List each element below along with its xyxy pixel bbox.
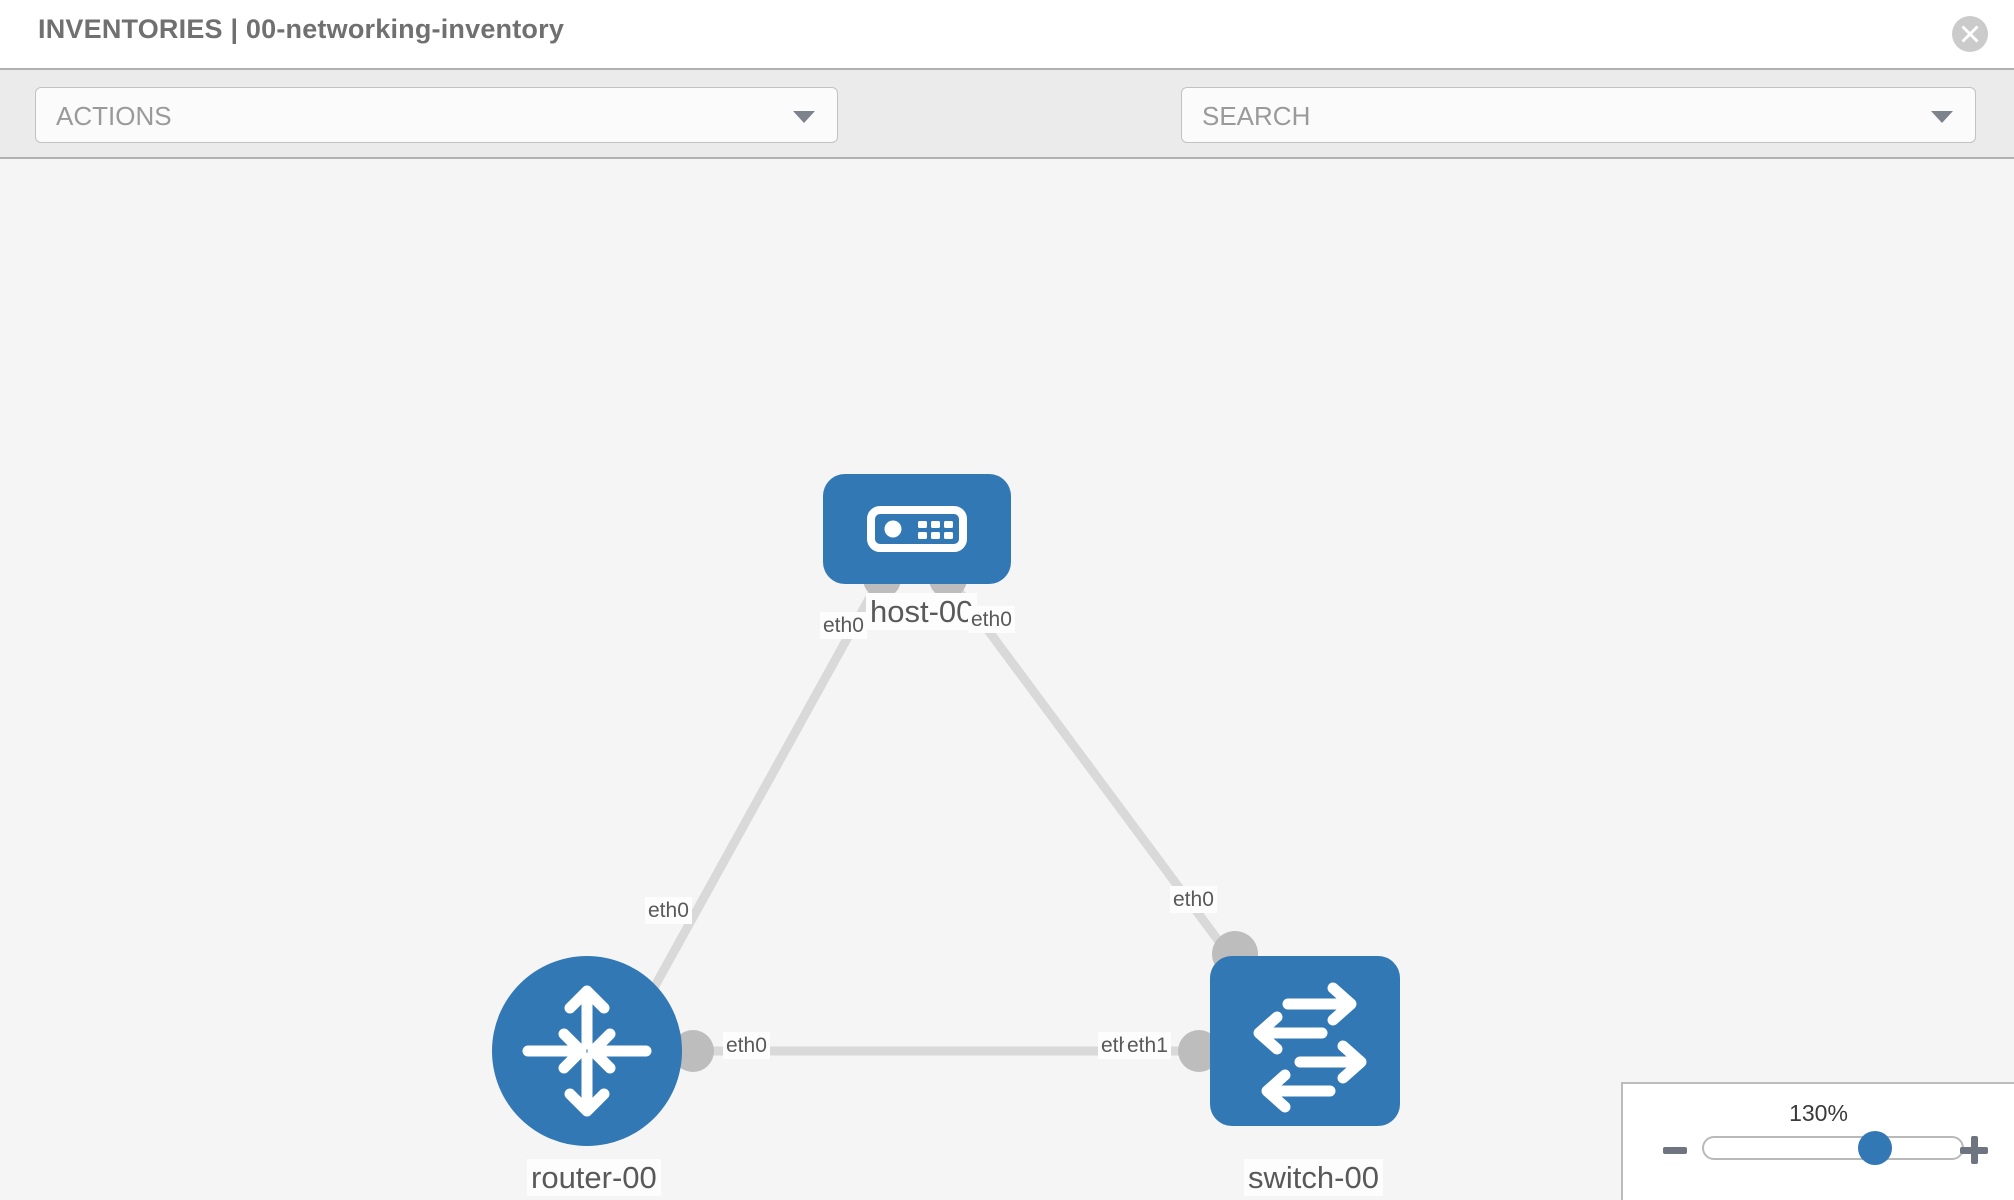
node-host-00[interactable]	[823, 474, 1011, 584]
interface-label-host-eth0-right: eth0	[968, 606, 1015, 633]
topology-links	[641, 560, 1258, 1072]
interface-label-router-eth0: eth0	[723, 1032, 770, 1059]
chevron-down-icon	[793, 111, 815, 123]
zoom-percent-label: 130%	[1789, 1100, 1848, 1126]
actions-dropdown[interactable]: ACTIONS	[35, 87, 838, 143]
node-router-00[interactable]	[492, 956, 682, 1146]
node-label-host-00: host-00	[866, 593, 978, 630]
connector-switch-eth1[interactable]	[1178, 1030, 1220, 1072]
search-input[interactable]: SEARCH	[1181, 87, 1976, 143]
page-title: INVENTORIES | 00-networking-inventory	[38, 14, 565, 44]
node-switch-00[interactable]	[1210, 956, 1400, 1126]
interface-label-host-eth0-left: eth0	[820, 612, 867, 639]
interface-label-switch-eth0-uplink: eth0	[1170, 886, 1217, 913]
node-label-router-00: router-00	[527, 1159, 661, 1196]
zoom-control-panel: 130%	[1621, 1082, 2014, 1200]
interface-label-router-eth0-uplink: eth0	[645, 897, 692, 924]
page-header: INVENTORIES | 00-networking-inventory	[0, 0, 2014, 68]
search-placeholder: SEARCH	[1202, 101, 1311, 131]
router-icon	[522, 985, 652, 1117]
topology-canvas[interactable]: host-00 router-00 switch-00 eth0 eth0 et…	[0, 159, 2014, 1200]
zoom-slider-track[interactable]	[1702, 1136, 1964, 1160]
node-label-switch-00: switch-00	[1244, 1159, 1383, 1196]
server-icon	[867, 506, 967, 552]
close-icon[interactable]	[1952, 16, 1988, 52]
link-host-router[interactable]	[641, 576, 884, 1007]
toolbar: ACTIONS SEARCH	[0, 68, 2014, 200]
interface-label-switch-eth1: eth1	[1124, 1032, 1171, 1059]
zoom-slider-thumb[interactable]	[1858, 1131, 1892, 1165]
minus-icon[interactable]	[1663, 1147, 1687, 1154]
connector-router-eth0[interactable]	[672, 1030, 714, 1072]
actions-dropdown-label: ACTIONS	[56, 101, 172, 131]
chevron-down-icon	[1931, 111, 1953, 123]
switch-icon	[1253, 982, 1367, 1113]
plus-icon[interactable]	[1960, 1136, 1988, 1164]
